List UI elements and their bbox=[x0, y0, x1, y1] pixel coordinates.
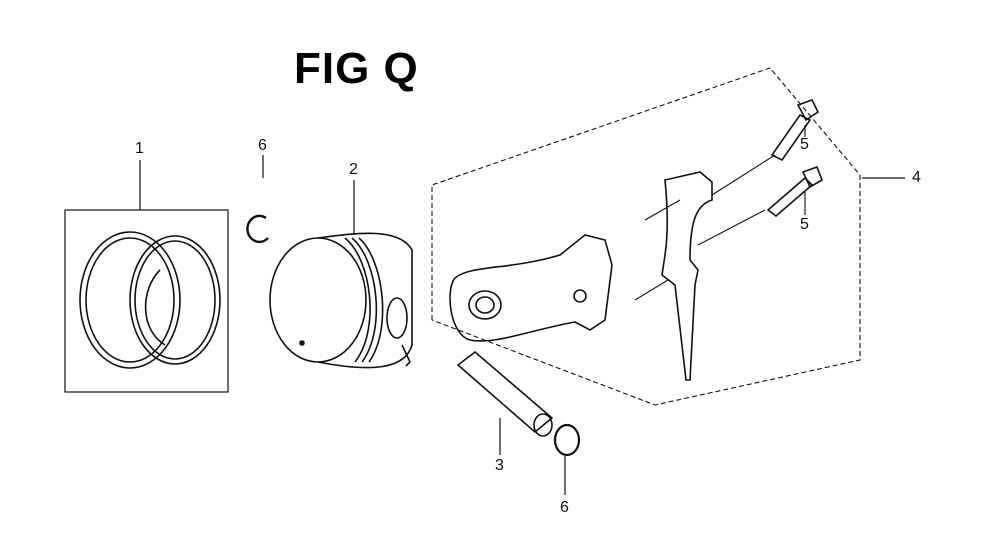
piston bbox=[269, 180, 413, 369]
callout-2: 2 bbox=[349, 161, 358, 178]
connecting-rod-cap bbox=[634, 154, 776, 381]
connecting-rod bbox=[449, 234, 613, 342]
callout-5-upper: 5 bbox=[800, 136, 809, 153]
piston-ring-set bbox=[64, 160, 229, 393]
piston-pin-clip-upper bbox=[246, 155, 269, 244]
piston-pin-clip-lower bbox=[553, 423, 581, 495]
connecting-rod-assembly-outline bbox=[431, 67, 861, 406]
callout-3: 3 bbox=[495, 457, 504, 474]
callout-6-upper: 6 bbox=[258, 137, 267, 154]
callout-5-lower: 5 bbox=[800, 216, 809, 233]
rod-bolt-lower bbox=[766, 165, 823, 218]
piston-pin bbox=[456, 350, 554, 455]
callout-1: 1 bbox=[135, 140, 144, 157]
figure-title: FIG Q bbox=[294, 44, 419, 93]
callout-6-lower: 6 bbox=[560, 499, 569, 516]
callout-4: 4 bbox=[912, 169, 921, 186]
rod-bolt-upper bbox=[770, 99, 820, 162]
